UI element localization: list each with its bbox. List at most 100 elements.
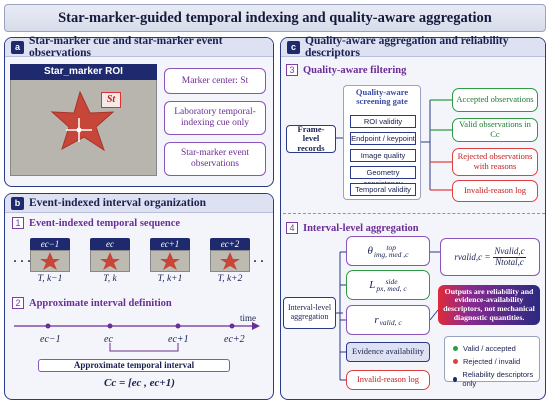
- legend-item-valid: Valid / accepted: [453, 344, 516, 353]
- theta-superscript: top: [386, 242, 396, 252]
- event-label: ec+2: [224, 334, 245, 345]
- marker-center-box: Marker center: St: [164, 68, 266, 94]
- interval-bracket: [109, 343, 179, 352]
- roi-label: Star_marker ROI: [10, 64, 157, 80]
- equation-denominator: Ntotal,c: [495, 256, 524, 267]
- legend: Valid / accepted Rejected / invalid Reli…: [444, 336, 540, 388]
- marker-center-dot: [76, 127, 82, 133]
- legend-item-reliability: Reliability descriptors only: [453, 370, 539, 388]
- sub-section-4-title: Interval-level aggregation: [303, 222, 419, 234]
- st-label: St: [101, 92, 121, 108]
- sub-section-3-number: 3: [286, 64, 298, 76]
- time-arrowhead: [252, 322, 260, 330]
- gate-item-temporal: Temporal validity: [350, 183, 416, 196]
- panel-c-header: c Quality-aware aggregation and reliabil…: [281, 35, 545, 59]
- sub-section-1-number: 1: [12, 217, 24, 229]
- event-tick: [229, 323, 235, 329]
- ellipsis-left: · · ·: [13, 254, 32, 268]
- sub-section-2: 2 Approximate interval definition: [12, 297, 172, 309]
- frame-time: T, k−1: [37, 274, 63, 284]
- valid-observations: Valid observations in Cc: [452, 118, 538, 142]
- legend-dot-red: [453, 359, 458, 364]
- sub-section-2-number: 2: [12, 297, 24, 309]
- sub-section-3: 3 Quality-aware filtering: [286, 64, 406, 76]
- frame-time: T, k: [103, 274, 117, 284]
- legend-label: Reliability descriptors only: [462, 370, 534, 388]
- ratio-symbol: r: [374, 313, 379, 326]
- section-divider: [283, 213, 545, 214]
- accepted-observations: Accepted observations: [452, 88, 538, 112]
- sub-section-4-number: 4: [286, 222, 298, 234]
- theta-descriptor-box: θ top img, med ,c: [346, 236, 430, 266]
- event-tick: [175, 323, 181, 329]
- frame-time: T, k+1: [157, 274, 183, 284]
- length-descriptor-box: L side px, med, c: [346, 270, 430, 300]
- gate-item-endpoint: Endpoint / keypoint: [350, 132, 416, 145]
- approx-interval-label: Approximate temporal interval: [38, 359, 230, 372]
- figure-title-bar: Star-marker-guided temporal indexing and…: [4, 4, 546, 32]
- sub-section-3-title: Quality-aware filtering: [303, 64, 407, 76]
- panel-a-heading: Star-marker cue and star-marker event ob…: [29, 35, 223, 59]
- evidence-availability: Evidence availability: [346, 342, 430, 362]
- frame-label: ec−1: [30, 238, 70, 250]
- panel-a-header: a Star-marker cue and star-marker event …: [5, 35, 273, 59]
- theta-symbol: θ: [367, 244, 373, 257]
- equation-numerator: Nvalid,c: [493, 246, 526, 258]
- length-symbol: L: [369, 278, 376, 291]
- panel-b-heading: Event-indexed interval organization: [29, 197, 206, 209]
- legend-label: Rejected / invalid: [463, 357, 521, 366]
- panel-b-badge: b: [11, 196, 24, 210]
- event-label: ec: [104, 334, 113, 345]
- sub-section-1: 1 Event-indexed temporal sequence: [12, 217, 180, 229]
- frame-level-records: Frame-level records: [286, 124, 336, 153]
- frame-time: T, k+2: [217, 274, 243, 284]
- r-valid-equation: rvalid,c = Nvalid,c Ntotal,c: [440, 238, 540, 276]
- frame-label: ec: [90, 238, 130, 250]
- star-marker-shape: [50, 90, 115, 152]
- ellipsis-right: · ·: [253, 254, 265, 268]
- outputs-note: Outputs are reliability and evidence-ava…: [438, 285, 540, 325]
- frame-label: ec+1: [150, 238, 190, 250]
- lab-cue-box: Laboratory temporal-indexing cue only: [164, 101, 266, 135]
- time-label: time: [240, 313, 256, 323]
- interval-definition: Cc = [ec , ec+1): [104, 377, 175, 389]
- panel-a-badge: a: [11, 40, 24, 54]
- theta-subscript: img, med ,c: [373, 250, 409, 259]
- gate-item-roi: ROI validity: [350, 115, 416, 128]
- event-observations-box: Star-marker event observations: [164, 142, 266, 176]
- legend-item-rejected: Rejected / invalid: [453, 357, 520, 366]
- frame-k-plus-1: ec+1 T, k+1: [150, 238, 190, 284]
- panel-c-heading: Quality-aware aggregation and reliabilit…: [305, 35, 509, 59]
- star-marker-roi-image: [10, 64, 157, 176]
- legend-dot-green: [453, 346, 458, 351]
- frame-label: ec+2: [210, 238, 250, 250]
- event-tick: [107, 323, 113, 329]
- invalid-reason-log-top: Invalid-reason log: [452, 180, 538, 202]
- event-label: ec−1: [40, 334, 61, 345]
- interval-level-aggregation: Interval-level aggregation: [283, 297, 336, 329]
- gate-item-image-quality: Image quality: [350, 149, 416, 162]
- legend-label: Valid / accepted: [463, 344, 516, 353]
- ratio-subscript: valid, c: [379, 318, 402, 328]
- event-label: ec+1: [168, 334, 189, 345]
- thumb-star: [40, 252, 240, 270]
- rejected-observations: Rejected observations with reasons: [452, 148, 538, 176]
- sub-section-2-title: Approximate interval definition: [29, 297, 172, 309]
- event-tick: [45, 323, 51, 329]
- ratio-descriptor-box: r valid, c: [346, 305, 430, 335]
- screening-gate-title: Quality-aware screening gate: [355, 87, 409, 107]
- sub-section-4: 4 Interval-level aggregation: [286, 222, 419, 234]
- sub-section-1-title: Event-indexed temporal sequence: [29, 217, 181, 229]
- panel-c-badge: c: [287, 40, 300, 54]
- legend-dot-navy: [453, 376, 458, 382]
- panel-b-header: b Event-indexed interval organization: [5, 194, 273, 213]
- invalid-reason-log-bottom: Invalid-reason log: [346, 370, 430, 390]
- length-superscript: side: [385, 276, 398, 286]
- figure-title: Star-marker-guided temporal indexing and…: [58, 9, 492, 26]
- length-subscript: px, med, c: [376, 284, 407, 293]
